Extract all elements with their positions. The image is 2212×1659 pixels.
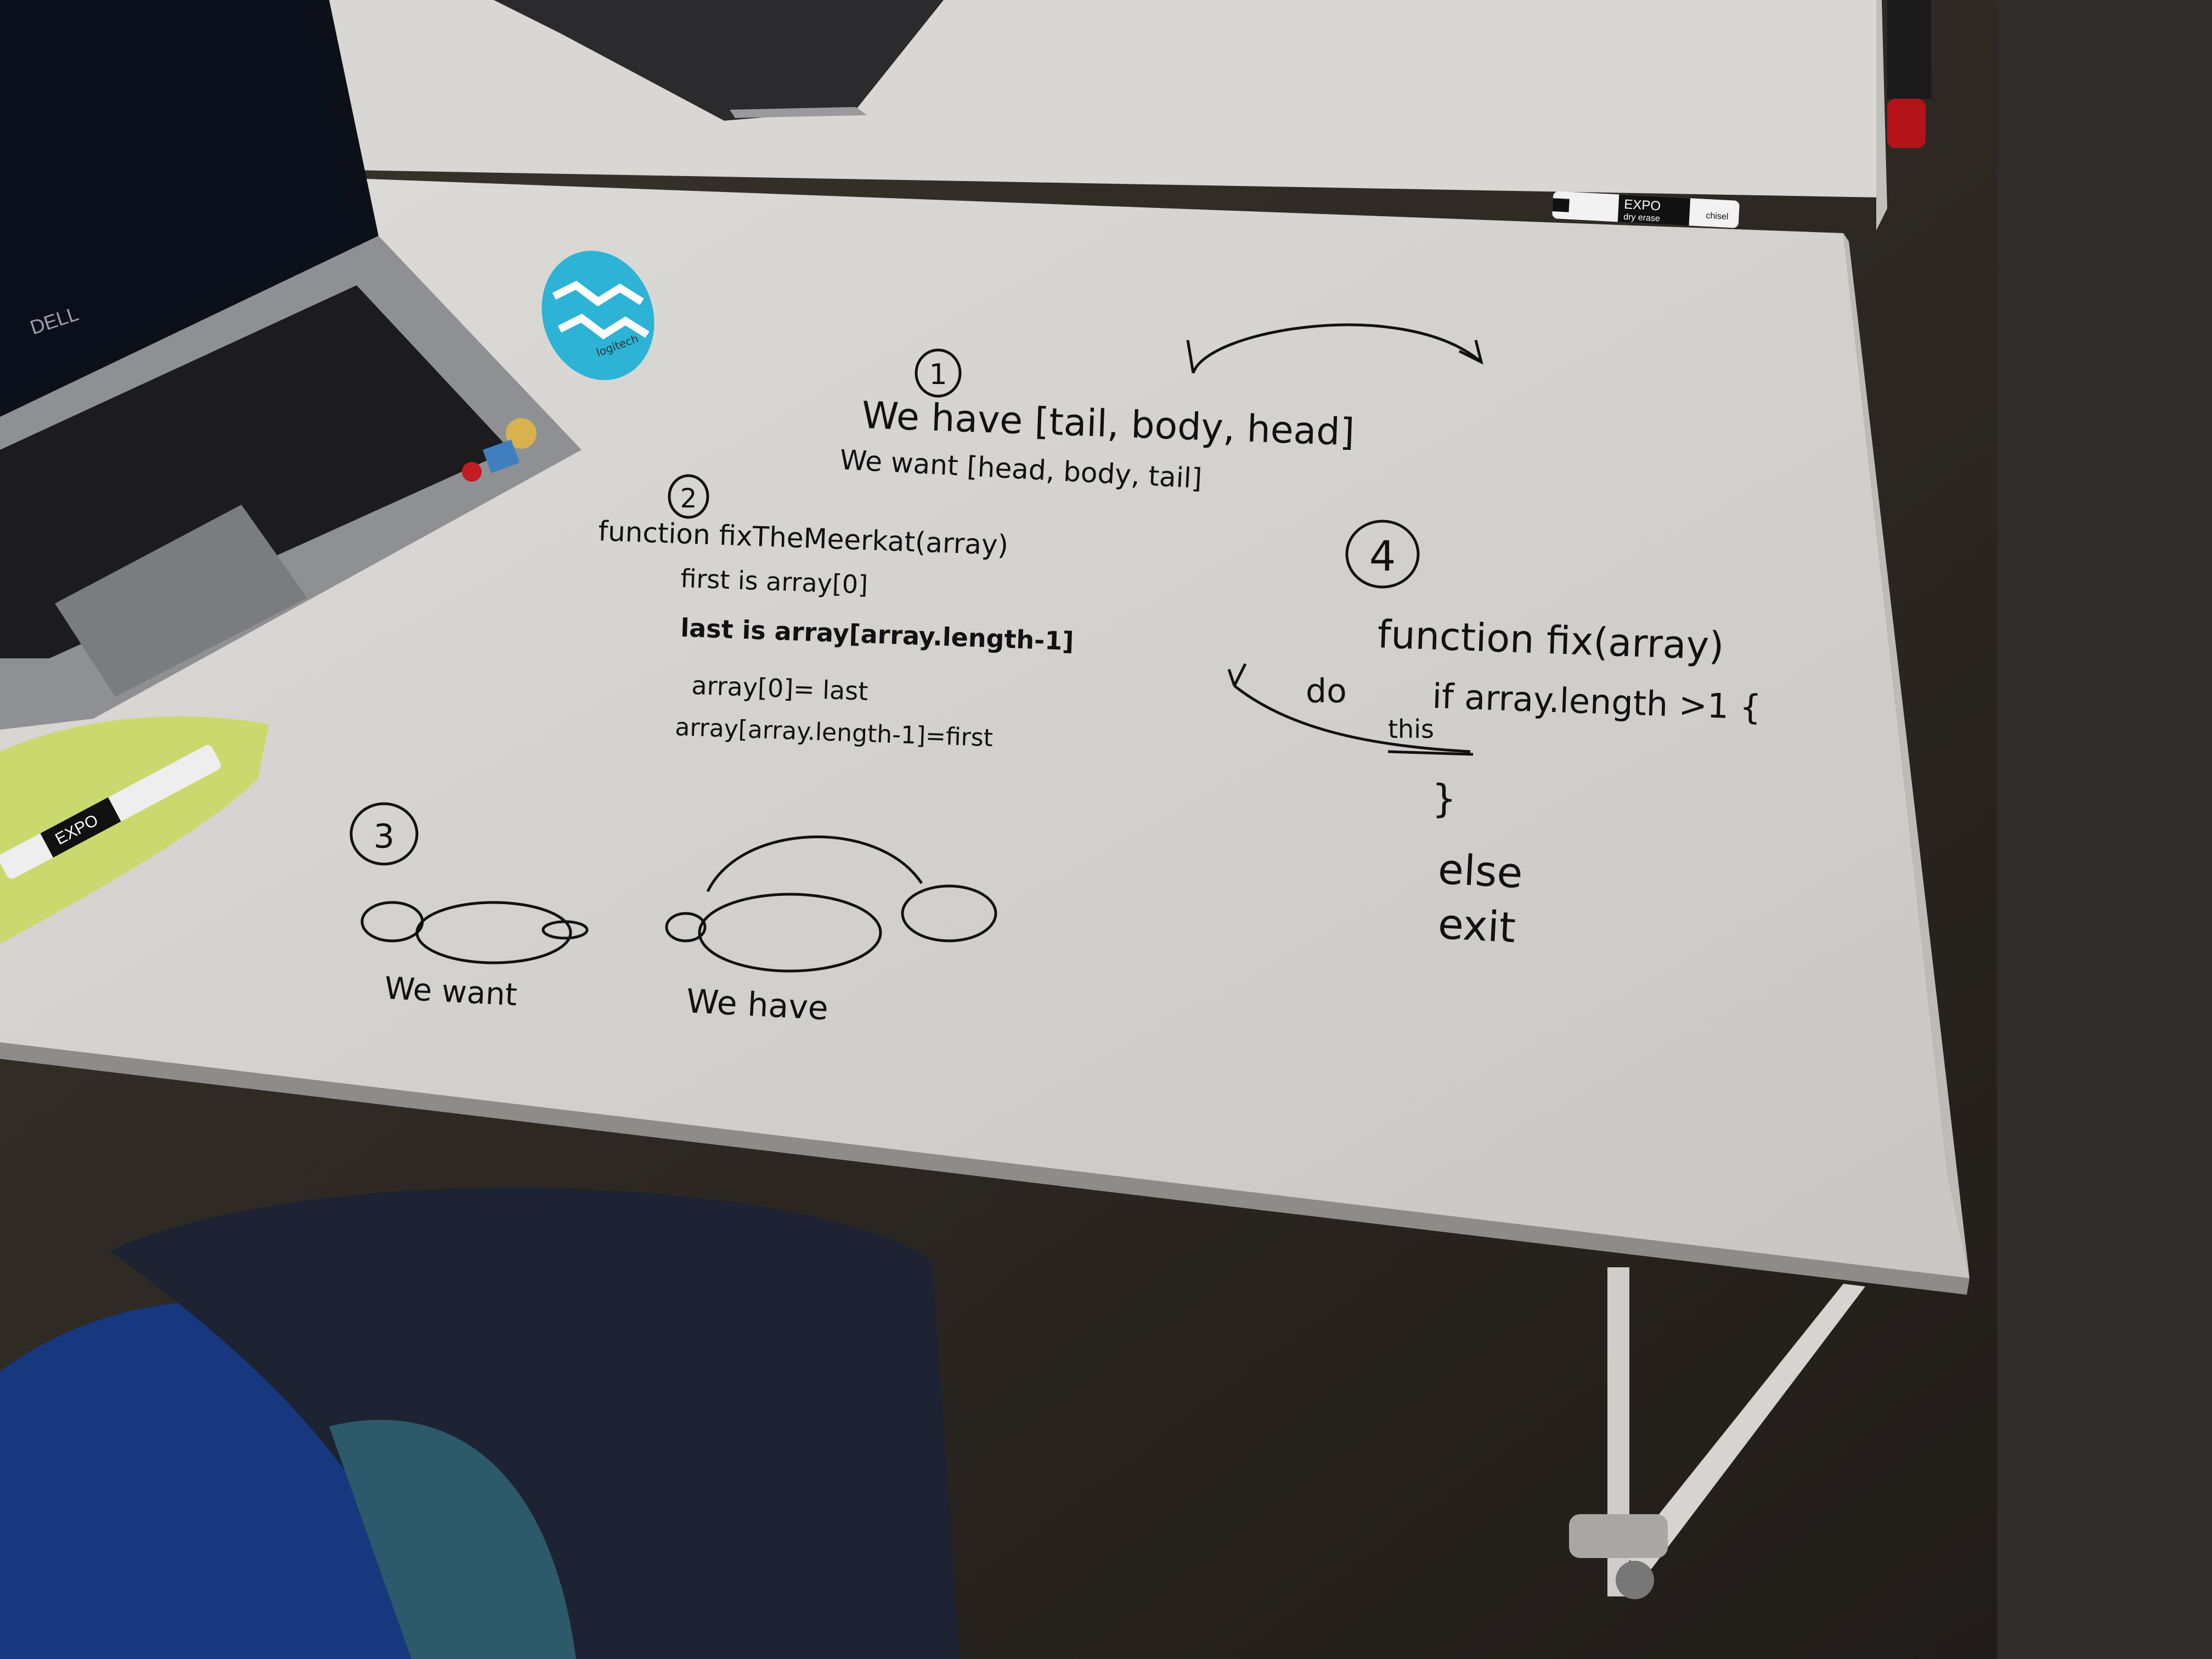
table-leg <box>1624 1284 1865 1569</box>
svg-text:first is array[0]: first is array[0] <box>680 563 868 600</box>
swap-arrow <box>1192 323 1482 374</box>
svg-text:exit: exit <box>1437 899 1517 952</box>
svg-text:2: 2 <box>680 483 697 514</box>
svg-text:this: this <box>1388 714 1434 744</box>
note-step-3: 3 We want We have <box>349 802 997 1028</box>
marker-left: EXPO <box>0 745 221 879</box>
svg-text:EXPO: EXPO <box>1624 197 1661 213</box>
svg-text:3: 3 <box>374 817 394 856</box>
svg-text:chisel: chisel <box>1706 211 1729 222</box>
code-arrow <box>1233 685 1471 753</box>
svg-text:}: } <box>1432 776 1457 821</box>
svg-text:else: else <box>1437 844 1524 898</box>
jeans <box>110 1187 960 1659</box>
meerkat-drawing-want <box>360 901 589 964</box>
mouse: logitech <box>541 251 654 380</box>
svg-text:1: 1 <box>929 358 947 391</box>
svg-text:dry erase: dry erase <box>1623 212 1661 223</box>
meerkat-drawing-have <box>665 835 997 973</box>
svg-text:array[0]= last: array[0]= last <box>691 670 869 706</box>
marker-right: EXPO dry erase chisel <box>1552 191 1740 228</box>
svg-text:do: do <box>1306 672 1347 710</box>
svg-text:We want: We want <box>383 970 518 1013</box>
red-object <box>1887 99 1926 148</box>
back-laptop <box>494 0 944 121</box>
laptop-touchpad <box>55 505 307 697</box>
svg-text:We have: We have <box>685 982 829 1028</box>
carpet-strip <box>1997 0 2212 1659</box>
caster-wheel <box>1569 1514 1668 1558</box>
back-table <box>241 0 1882 198</box>
svg-text:4: 4 <box>1369 532 1396 580</box>
